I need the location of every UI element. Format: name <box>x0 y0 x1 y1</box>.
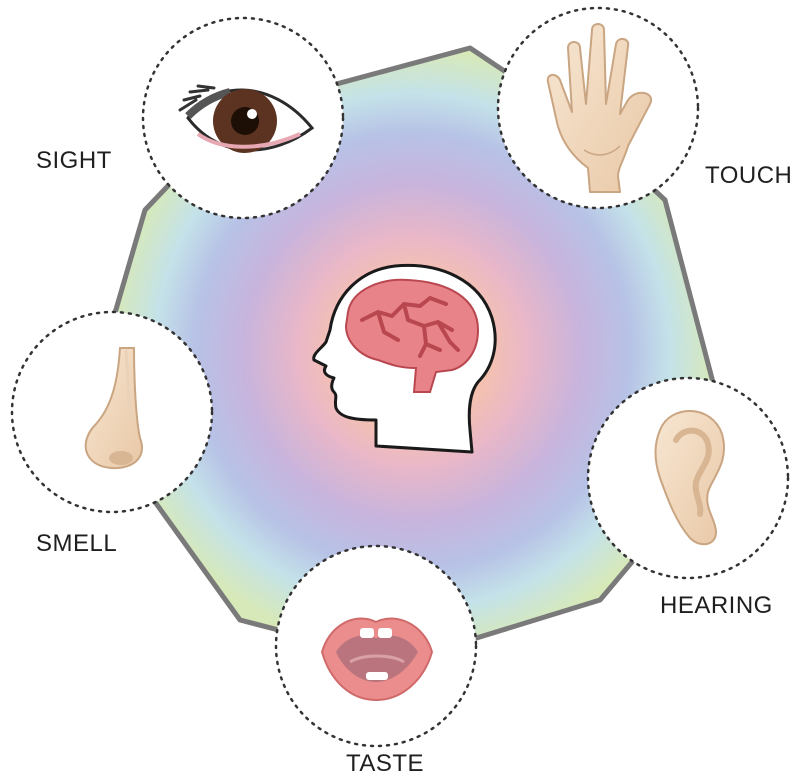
label-touch: TOUCH <box>705 162 792 189</box>
touch-node <box>498 8 698 208</box>
taste-node <box>276 546 476 746</box>
label-smell: SMELL <box>36 530 117 557</box>
sight-node <box>143 18 343 218</box>
label-hearing: HEARING <box>660 592 773 619</box>
label-sight: SIGHT <box>36 147 112 174</box>
label-taste: TASTE <box>346 750 424 776</box>
hearing-node <box>588 378 788 578</box>
smell-node <box>12 312 212 512</box>
